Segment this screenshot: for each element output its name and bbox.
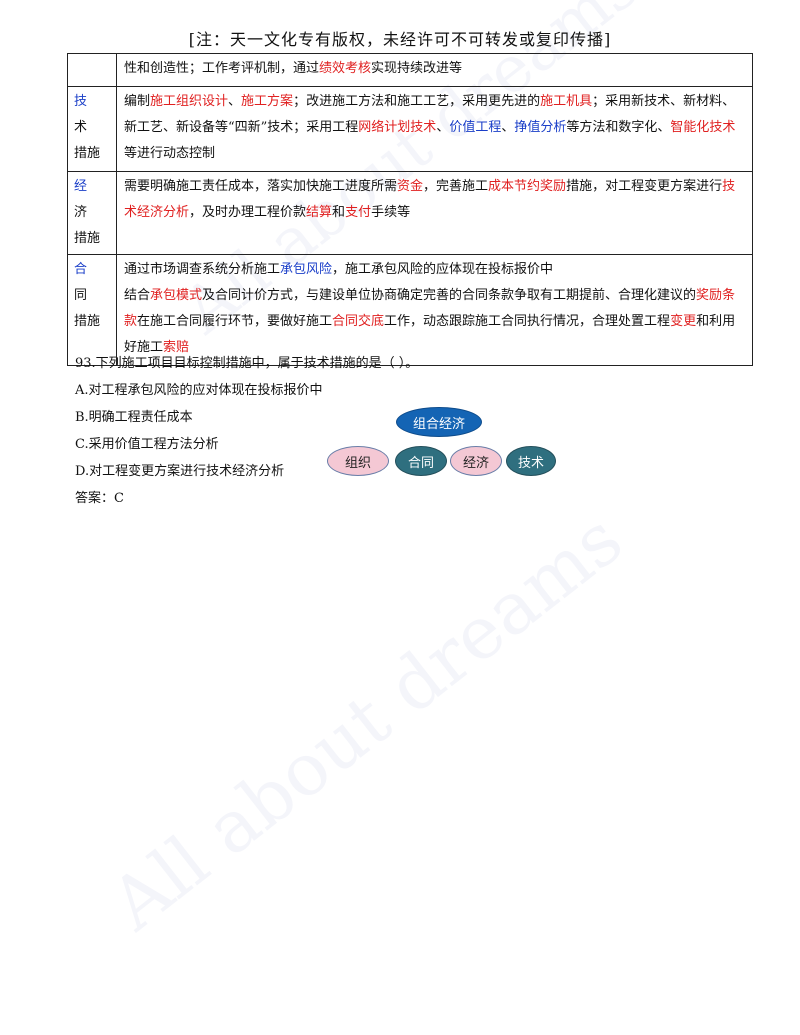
question-block: 93.下列施工项目目标控制措施中，属于技术措施的是（ ）。 A.对工程承包风险的… — [75, 350, 418, 512]
row-paragraph: 结合承包模式及合同计价方式，与建设单位协商确定完善的合同条款争取有工期提前、合理… — [124, 288, 736, 355]
row-text: 性和创造性；工作考评机制，通过绩效考核实现持续改进等 — [116, 53, 753, 87]
question-stem: 93.下列施工项目目标控制措施中，属于技术措施的是（ ）。 — [75, 356, 419, 371]
option-b: B.明确工程责任成本 — [75, 410, 193, 425]
option-c: C.采用价值工程方法分析 — [75, 437, 219, 452]
watermark: All about dreams — [95, 496, 638, 947]
row-label-empty — [67, 53, 117, 87]
row-paragraph: 通过市场调查系统分析施工承包风险，施工承包风险的应体现在投标报价中 — [124, 262, 554, 277]
answer: 答案：C — [75, 491, 124, 506]
measures-table: 性和创造性；工作考评机制，通过绩效考核实现持续改进等 技术 措施 编制施工组织设… — [67, 53, 753, 366]
copyright-header: [注：天一文化专有版权，未经许可不可转发或复印传播] — [188, 30, 612, 49]
table-row: 合同 措施 通过市场调查系统分析施工承包风险，施工承包风险的应体现在投标报价中 … — [67, 254, 753, 366]
node-economy: 经济 — [450, 446, 502, 476]
row-text: 需要明确施工责任成本，落实加快施工进度所需资金，完善施工成本节约奖励措施，对工程… — [116, 171, 753, 255]
node-contract: 合同 — [395, 446, 447, 476]
row-label-contract: 合同 措施 — [67, 254, 117, 366]
table-row: 性和创造性；工作考评机制，通过绩效考核实现持续改进等 — [67, 53, 753, 87]
node-organization: 组织 — [327, 446, 389, 476]
node-technology: 技术 — [506, 446, 556, 476]
option-d: D.对工程变更方案进行技术经济分析 — [75, 464, 285, 479]
row-text: 通过市场调查系统分析施工承包风险，施工承包风险的应体现在投标报价中 结合承包模式… — [116, 254, 753, 366]
row-label-economic: 经济 措施 — [67, 171, 117, 255]
row-label-technical: 技术 措施 — [67, 86, 117, 172]
row-text: 编制施工组织设计、施工方案；改进施工方法和施工工艺，采用更先进的施工机具；采用新… — [116, 86, 753, 172]
option-a: A.对工程承包风险的应对体现在投标报价中 — [75, 383, 323, 398]
node-combined-economy: 组合经济 — [396, 407, 482, 437]
table-row: 技术 措施 编制施工组织设计、施工方案；改进施工方法和施工工艺，采用更先进的施工… — [67, 86, 753, 172]
table-row: 经济 措施 需要明确施工责任成本，落实加快施工进度所需资金，完善施工成本节约奖励… — [67, 171, 753, 255]
